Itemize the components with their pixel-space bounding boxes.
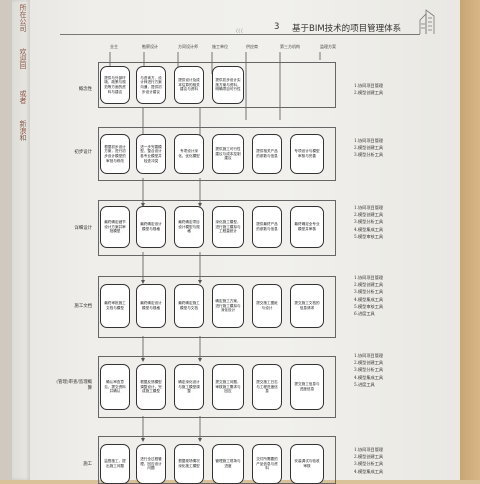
header-rule xyxy=(60,34,420,35)
tool-item: 1.协同项目管理 xyxy=(354,205,384,210)
tool-item: 2.模型创建工具 xyxy=(354,145,384,151)
tool-list: 1.协同项目管理 2.模型创建工具 3.模型分析工具 4.模型集成工具 5.模型… xyxy=(354,274,383,317)
tool-list: 1.协同项目管理 2.模型创建工具 3.模型分析工具 4.模型集成工具 xyxy=(354,446,383,475)
tool-item: 1.协同项目管理 xyxy=(354,138,384,143)
tool-item: 2.模型创建工具 xyxy=(354,454,384,460)
process-box: 交付所需要的产品信息与资料 xyxy=(252,444,282,484)
tool-item: 1.协同项目管理 xyxy=(354,275,384,280)
process-box: 监督施工，提出施工问题 xyxy=(100,444,130,484)
process-box: 确认审查意见，提交资料并确认 xyxy=(100,364,130,410)
tool-item: 3.模型分析工具 xyxy=(354,219,384,225)
process-box: 管理施工现场与进度 xyxy=(212,444,244,484)
tool-item: 3.模型分析工具 xyxy=(354,367,384,373)
tool-item: 2.模型创建工具 xyxy=(354,282,384,288)
column-header: 监理方案 xyxy=(320,44,336,49)
process-box: 最终审批施工文档与模型 xyxy=(100,284,130,328)
column-header: 施工单位 xyxy=(212,44,228,49)
process-box: 提供相关产品的参数与信息 xyxy=(252,134,282,174)
tool-list: 1.协同项目管理 2.模型创建工具 3.模型分析工具 4.模型集成工具 5.进度… xyxy=(354,352,383,388)
tool-item: 1.协同项目管理 xyxy=(354,447,384,452)
left-page-fragment: 新浪和 xyxy=(19,120,27,141)
tool-item: 4.模型集成工具 xyxy=(354,374,384,380)
tool-list: 1.协同项目管理 2.模型创建工具 3.模型分析工具 xyxy=(354,137,383,159)
process-box: 确定施工方案，进行施工模拟与深化设计 xyxy=(212,284,244,328)
process-box: 提供施工可行性建议与成本控制建议 xyxy=(212,134,244,174)
process-box: 进行全过程管理，回应设计问题 xyxy=(136,444,166,484)
tool-item: 5.模型审核工具 xyxy=(354,303,384,309)
stage-label: 详细设计 xyxy=(74,226,92,231)
chapter-title: 基于BIM技术的项目管理体系 xyxy=(292,24,402,34)
stage-label: 施工文档 xyxy=(74,304,92,309)
left-page-fragment: 所在公司 xyxy=(19,4,27,32)
process-box: 提供与外部环境、政策与规范等方面的资料与建议 xyxy=(100,66,130,104)
table-surface xyxy=(460,0,480,480)
stage-frame xyxy=(98,200,336,256)
process-box: 最终确定全专业模型并审核 xyxy=(290,206,324,248)
process-box: 提供设计及成本估算的相关建议与资料 xyxy=(174,66,204,104)
process-box: 进一步完善模型，整合设计各专业模型并检查冲突 xyxy=(136,134,166,174)
process-box: 安装调试与验收审核 xyxy=(290,444,324,484)
building-icon xyxy=(419,9,435,34)
process-box: 提供最终产品的参数与信息 xyxy=(252,206,282,248)
left-page-edge xyxy=(12,0,30,480)
process-box: 确定深化设计与施工模型调整 xyxy=(174,364,204,410)
process-box: 最终确定施工模型与文档 xyxy=(174,284,204,328)
process-box: 根据现场情况深化施工模型 xyxy=(174,444,204,484)
tool-item: 5.模型审核工具 xyxy=(354,233,384,239)
process-box: 深化施工模型，进行施工模拟与工程量统计 xyxy=(212,206,244,248)
column-header: 业主 xyxy=(110,44,118,49)
tool-item: 3.模型分析工具 xyxy=(354,152,384,158)
nav-marks: 〈〈〈 xyxy=(233,29,244,35)
process-box: 提交施工文档的信息请求 xyxy=(290,284,324,328)
tool-item: 4.模型集成工具 xyxy=(354,468,384,474)
left-page-fragment: 或者 xyxy=(19,90,27,104)
stage-label: 初步设计 xyxy=(74,150,92,155)
process-box: 专项设计与模型审核与完善 xyxy=(290,134,324,174)
tool-item: 6.进度工具 xyxy=(354,311,375,317)
process-box: 提交施工信息与进度信息 xyxy=(290,364,324,410)
book-gutter xyxy=(0,0,12,480)
stage-frame xyxy=(98,127,336,181)
tool-item: 4.模型集成工具 xyxy=(354,226,384,232)
process-box: 提供初步设计实施方案与资料，明确项目可行性 xyxy=(212,66,244,104)
process-box: 与咨询方、设计师进行方案沟通，提供初步设计建议 xyxy=(136,66,166,104)
tool-item: 4.模型集成工具 xyxy=(354,296,384,302)
column-header: 勘察设计 xyxy=(142,44,158,49)
column-header: 供应商 xyxy=(246,44,258,49)
process-box: 最终确定设计模型与规格 xyxy=(136,206,166,248)
tool-list: 1.协同项目管理 2.模型创建工具 3.模型分析工具 4.模型集成工具 5.模型… xyxy=(354,204,383,240)
column-header: 第三方机构 xyxy=(280,44,300,49)
chapter-number: 3 xyxy=(274,22,280,32)
tool-item: 3.模型分析工具 xyxy=(354,461,384,467)
tool-list: 1.协同项目管理 2.模型创建工具 xyxy=(354,82,383,96)
tool-item: 3.模型分析工具 xyxy=(354,289,384,295)
stage-frame xyxy=(98,356,336,418)
tool-item: 2.模型创建工具 xyxy=(354,212,384,218)
process-box: 专项设计深化，优化模型 xyxy=(174,134,204,174)
process-box: 提交施工图纸与设计 xyxy=(252,284,282,328)
process-box: 提交施工日志与工程进度信息 xyxy=(252,364,282,410)
tool-item: 2.模型创建工具 xyxy=(354,360,384,366)
tool-item: 1.协同项目管理 xyxy=(354,353,384,358)
stage-frame xyxy=(98,62,336,108)
tool-item: 1.协同项目管理 xyxy=(354,83,384,88)
stage-label: 概念性 xyxy=(78,87,92,92)
process-box: 提交施工问题，审核施工需求与回应 xyxy=(212,364,244,410)
stage-frame xyxy=(98,276,336,338)
left-page-fragment: 欢迎回 xyxy=(19,48,27,69)
process-box: 根据反馈模型调整设计，完成施工模型 xyxy=(136,364,166,410)
process-box: 最终确定项目设计模型与规格 xyxy=(174,206,204,248)
stage-label: 施工 xyxy=(83,462,92,467)
process-box: 根据初步设计方案，进行初步设计模型的审批与修改 xyxy=(100,134,130,174)
column-header: 方同设计师 xyxy=(178,44,198,49)
stage-label: (管理)审查/监理概算 xyxy=(56,380,92,391)
tool-item: 5.进度工具 xyxy=(354,381,375,387)
tool-item: 2.模型创建工具 xyxy=(354,90,384,96)
process-box: 最终确定设计模型与规格 xyxy=(136,284,166,328)
process-box: 最终确定细节设计方案并审批模型 xyxy=(100,206,130,248)
